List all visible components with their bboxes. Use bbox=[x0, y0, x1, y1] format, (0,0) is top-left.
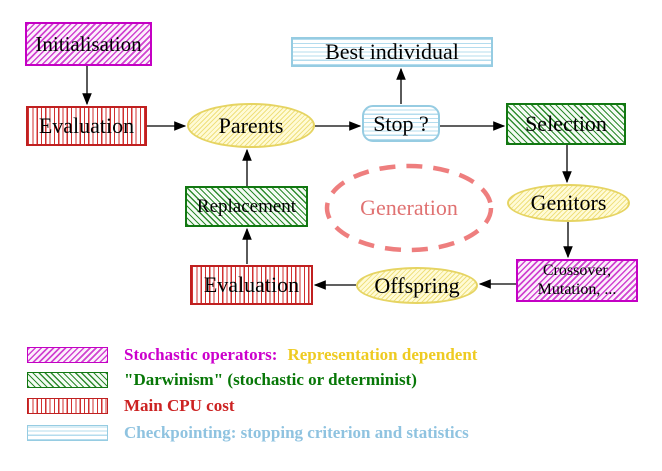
node-genitors: Genitors bbox=[507, 184, 630, 222]
legend-swatch-red-stripes bbox=[27, 398, 108, 414]
legend-row-cpu-cost: Main CPU cost bbox=[27, 396, 234, 416]
node-evaluation-top: Evaluation bbox=[26, 106, 147, 146]
legend-swatch-cyan-stripes bbox=[27, 425, 108, 441]
crossover-line1: Crossover, bbox=[542, 262, 612, 280]
legend-row-darwinism: "Darwinism" (stochastic or determinist) bbox=[27, 370, 417, 390]
crossover-line2: Mutation, ... bbox=[537, 280, 617, 298]
legend-row-stochastic: Stochastic operators: Representation dep… bbox=[27, 345, 477, 365]
node-selection: Selection bbox=[506, 103, 626, 145]
legend-text-darwinism: "Darwinism" (stochastic or determinist) bbox=[124, 370, 417, 389]
node-best-individual: Best individual bbox=[291, 37, 493, 67]
node-offspring: Offspring bbox=[356, 267, 478, 304]
node-stop: Stop ? bbox=[362, 105, 440, 142]
legend-text-main-cpu-cost: Main CPU cost bbox=[124, 396, 235, 415]
node-evaluation-bottom: Evaluation bbox=[190, 265, 313, 305]
node-crossover-mutation: Crossover, Mutation, ... bbox=[516, 259, 638, 302]
legend-text-checkpointing: Checkpointing: stopping criterion and st… bbox=[124, 423, 469, 442]
node-replacement: Replacement bbox=[185, 186, 308, 227]
node-parents: Parents bbox=[187, 103, 315, 148]
legend-row-checkpointing: Checkpointing: stopping criterion and st… bbox=[27, 423, 469, 443]
legend-text-stochastic-operators: Stochastic operators: bbox=[124, 345, 278, 364]
legend-text-representation-dependent: Representation dependent bbox=[287, 345, 478, 364]
legend-swatch-green-hatch bbox=[27, 372, 108, 388]
legend-swatch-magenta-hatch bbox=[27, 347, 108, 363]
generation-label: Generation bbox=[360, 195, 458, 220]
node-initialisation: Initialisation bbox=[25, 22, 152, 66]
